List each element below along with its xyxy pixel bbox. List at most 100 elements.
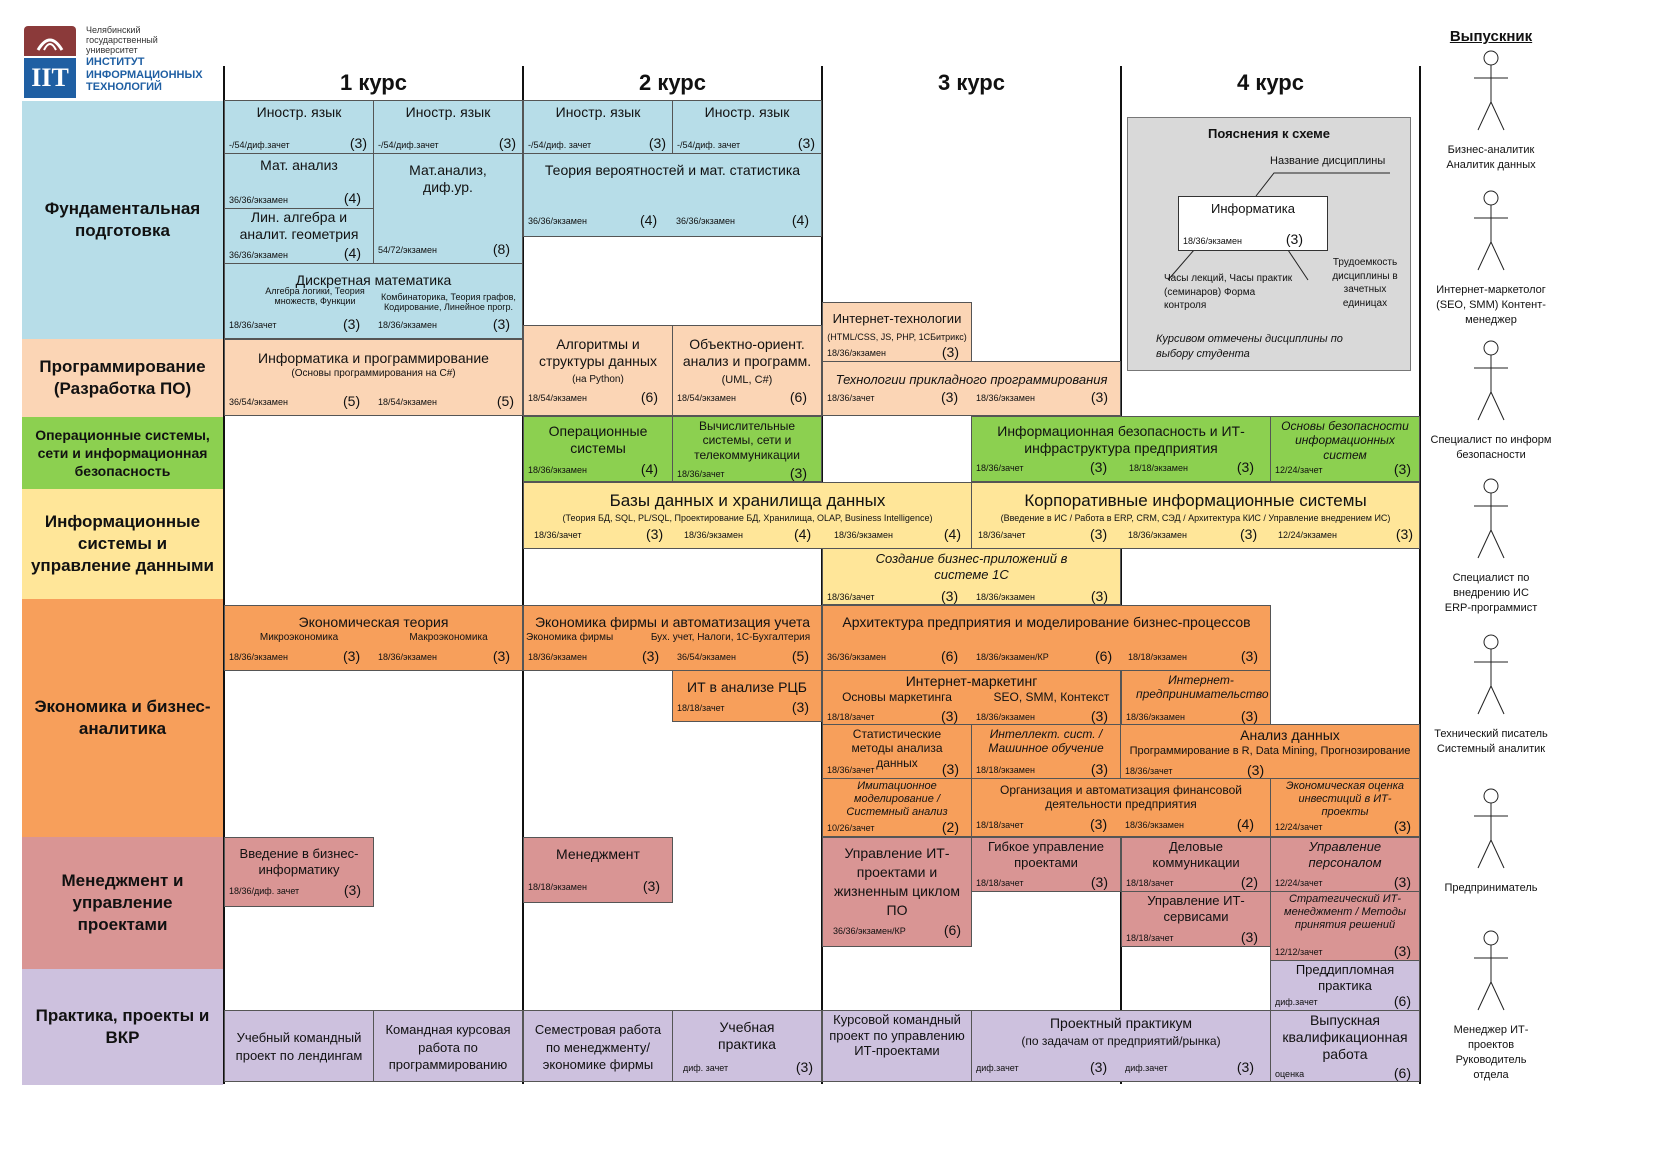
course-cell[interactable]: Деловые коммуникации 18/18/зачет (2) (1121, 837, 1271, 892)
graduate-role: Бизнес-аналитик Аналитик данных (1446, 144, 1536, 171)
course-cell[interactable]: Мат.анализ, диф.ур. 54/72/экзамен (8) (373, 153, 523, 264)
legend-name-label: Название дисциплины (1270, 155, 1386, 167)
legend-leader-lines (1167, 172, 1390, 281)
course-cell[interactable]: Преддипломная практика диф.зачет (6) (1270, 960, 1420, 1011)
course-cell[interactable]: Иностр. язык -/54/диф.зачет (3) (373, 100, 523, 154)
course-cell[interactable]: Управление персоналом 12/24/зачет (3) (1270, 837, 1420, 892)
course-cell[interactable]: Интернет-маркетинг Основы маркетинга SEO… (822, 670, 1121, 725)
course-cell[interactable]: Технологии прикладного программирования … (822, 361, 1121, 416)
course-cell[interactable]: Иностр. язык -/54/диф. зачет (3) (523, 100, 673, 154)
course-cell[interactable]: Теория вероятностей и мат. статистика 36… (523, 153, 822, 237)
category-economics: Экономика и бизнес-аналитика (22, 599, 223, 837)
legend-title: Пояснения к схеме (1207, 126, 1331, 141)
course-cell[interactable]: Выпускная квалификационная работа оценка… (1270, 1010, 1420, 1082)
category-programming: Программирование (Разработка ПО) (22, 339, 223, 417)
graduate-2: Интернет-маркетолог (SEO, SMM) Контент-м… (1426, 190, 1556, 328)
course-cell[interactable]: Анализ данных Программирование в R, Data… (1120, 724, 1420, 779)
year-divider (1419, 66, 1421, 1084)
course-cell[interactable]: Интеллект. сист. / Машинное обучение 18/… (971, 724, 1121, 779)
course-cell[interactable]: ИТ в анализе РЦБ 18/18/зачет (3) (672, 670, 822, 722)
course-cell[interactable]: Дискретная математика Алгебра логики, Те… (224, 263, 523, 339)
graduate-role: Предприниматель (1444, 882, 1538, 894)
year-divider (1120, 66, 1122, 1084)
category-management: Менеджмент и управление проектами (22, 837, 223, 969)
legend-example-cell: Информатика 18/36/экзамен (3) (1178, 196, 1328, 251)
person-icon (1474, 50, 1508, 131)
person-icon (1474, 788, 1508, 869)
graduate-role: Интернет-маркетолог (SEO, SMM) Контент-м… (1436, 284, 1546, 326)
university-crest-icon (24, 26, 76, 56)
legend-italic-note: Курсивом отмечены дисциплины по выбору с… (1156, 333, 1343, 361)
legend-box: Пояснения к схеме Название дисциплины Ин… (1127, 117, 1411, 371)
university-name: Челябинский государственный университет (86, 25, 158, 55)
graduate-role: Специалист по внедрению ИС ERP-программи… (1444, 572, 1538, 614)
legend-example-credits: (3) (1285, 231, 1303, 247)
course-cell[interactable]: Введение в бизнес-информатику 18/36/диф.… (224, 837, 374, 907)
legend-example-hours: 18/36/экзамен (1183, 236, 1242, 246)
course-cell[interactable]: Гибкое управление проектами 18/18/зачет … (971, 837, 1121, 892)
course-cell[interactable]: Учебная практика диф. зачет (3) (672, 1010, 822, 1082)
course-cell[interactable]: Иностр. язык -/54/диф.зачет (3) (224, 100, 374, 154)
course-cell[interactable]: Стратегический ИТ-менеджмент / Методы пр… (1270, 891, 1420, 961)
category-information-systems: Информационные системы и управление данн… (22, 489, 223, 599)
logo-mark: IIT (24, 58, 76, 98)
course-cell[interactable]: Имитационное моделирование / Системный а… (822, 778, 972, 837)
course-cell[interactable]: Экономика фирмы и автоматизация учета Эк… (523, 605, 822, 671)
person-icon (1474, 930, 1508, 1011)
course-cell[interactable]: Создание бизнес-приложений в системе 1С … (822, 548, 1121, 605)
course-cell[interactable]: Менеджмент 18/18/экзамен (3) (523, 837, 673, 903)
institute-name: ИНСТИТУТ ИНФОРМАЦИОННЫХ ТЕХНОЛОГИЙ (86, 56, 203, 94)
category-os-networks-security: Операционные системы, сети и информацион… (22, 417, 223, 489)
course-cell[interactable]: Вычислительные системы, сети и телекомму… (672, 416, 822, 482)
course-cell[interactable]: Управление ИТ-сервисами 18/18/зачет (3) (1121, 891, 1271, 947)
year-header-2: 2 курс (639, 70, 706, 95)
course-cell[interactable]: Экономическая теория Микроэкономика Макр… (224, 605, 523, 671)
course-cell[interactable]: Интернет-технологии (HTML/CSS, JS, PHP, … (822, 302, 972, 362)
person-icon (1474, 190, 1508, 271)
course-cell[interactable]: Статистические методы анализа данных 18/… (822, 724, 972, 779)
person-icon (1474, 340, 1508, 421)
legend-example-name: Информатика (1211, 201, 1295, 216)
year-header-3: 3 курс (938, 70, 1005, 95)
graduate-4: Специалист по внедрению ИС ERP-программи… (1426, 478, 1556, 616)
course-cell[interactable]: Мат. анализ 36/36/экзамен (4) (224, 153, 374, 209)
course-cell[interactable]: Архитектура предприятия и моделирование … (822, 605, 1271, 671)
course-cell[interactable]: Проектный практикум (по задачам от предп… (971, 1010, 1271, 1082)
person-icon (1474, 478, 1508, 559)
course-cell[interactable]: Корпоративные информационные системы (Вв… (971, 482, 1420, 549)
course-cell[interactable]: Алгоритмы и структуры данных (на Python)… (523, 325, 673, 416)
legend-credits-label: Трудоемкость дисциплины в зачетных едини… (1332, 257, 1398, 309)
year-divider (223, 66, 225, 1084)
graduate-role: Технический писатель Системный аналитик (1434, 728, 1548, 755)
course-cell[interactable]: Учебный командный проект по лендингам (224, 1010, 374, 1082)
year-header-1: 1 курс (340, 70, 407, 95)
legend-hours-label: Часы лекций, Часы практик (семинаров) Фо… (1164, 273, 1293, 311)
course-cell[interactable]: Иностр. язык -/54/диф. зачет (3) (672, 100, 822, 154)
graduate-5: Технический писатель Системный аналитик (1426, 634, 1556, 757)
graduate-6: Предприниматель (1426, 788, 1556, 896)
course-cell[interactable]: Лин. алгебра и аналит. геометрия 36/36/э… (224, 208, 374, 264)
category-practice: Практика, проекты и ВКР (22, 969, 223, 1085)
year-divider (522, 66, 524, 1084)
logo: IIT Челябинский государственный универси… (24, 25, 224, 100)
category-fundamental: Фундаментальная подготовка (22, 101, 223, 339)
person-icon (1474, 634, 1508, 715)
course-cell[interactable]: Операционные системы 18/36/экзамен (4) (523, 416, 673, 482)
year-header-4: 4 курс (1237, 70, 1304, 95)
course-cell[interactable]: Объектно-ориент. анализ и программ. (UML… (672, 325, 822, 416)
course-cell[interactable]: Семестровая работа по менеджменту/ эконо… (523, 1010, 673, 1082)
course-cell[interactable]: Командная курсовая работа по программиро… (373, 1010, 523, 1082)
course-cell[interactable]: Информатика и программирование (Основы п… (224, 339, 523, 416)
course-cell[interactable]: Базы данных и хранилища данных (Теория Б… (523, 482, 972, 549)
course-cell[interactable]: Организация и автоматизация финансовой д… (971, 778, 1271, 837)
graduate-title: Выпускник (1449, 28, 1533, 45)
course-cell[interactable]: Интернет-предпринимательство 18/36/экзам… (1121, 670, 1271, 725)
course-cell[interactable]: Основы безопасности информационных систе… (1270, 416, 1420, 482)
course-cell[interactable]: Управление ИТ-проектами и жизненным цикл… (822, 837, 972, 947)
course-cell[interactable]: Экономическая оценка инвестиций в ИТ-про… (1270, 778, 1420, 837)
course-cell[interactable]: Курсовой командный проект по управлению … (822, 1010, 972, 1082)
graduate-role: Менеджер ИТ-проектов Руководитель отдела (1453, 1024, 1529, 1081)
graduate-1: Бизнес-аналитик Аналитик данных (1426, 50, 1556, 173)
graduate-7: Менеджер ИТ-проектов Руководитель отдела (1426, 930, 1556, 1082)
course-cell[interactable]: Информационная безопасность и ИТ-инфраст… (971, 416, 1271, 482)
